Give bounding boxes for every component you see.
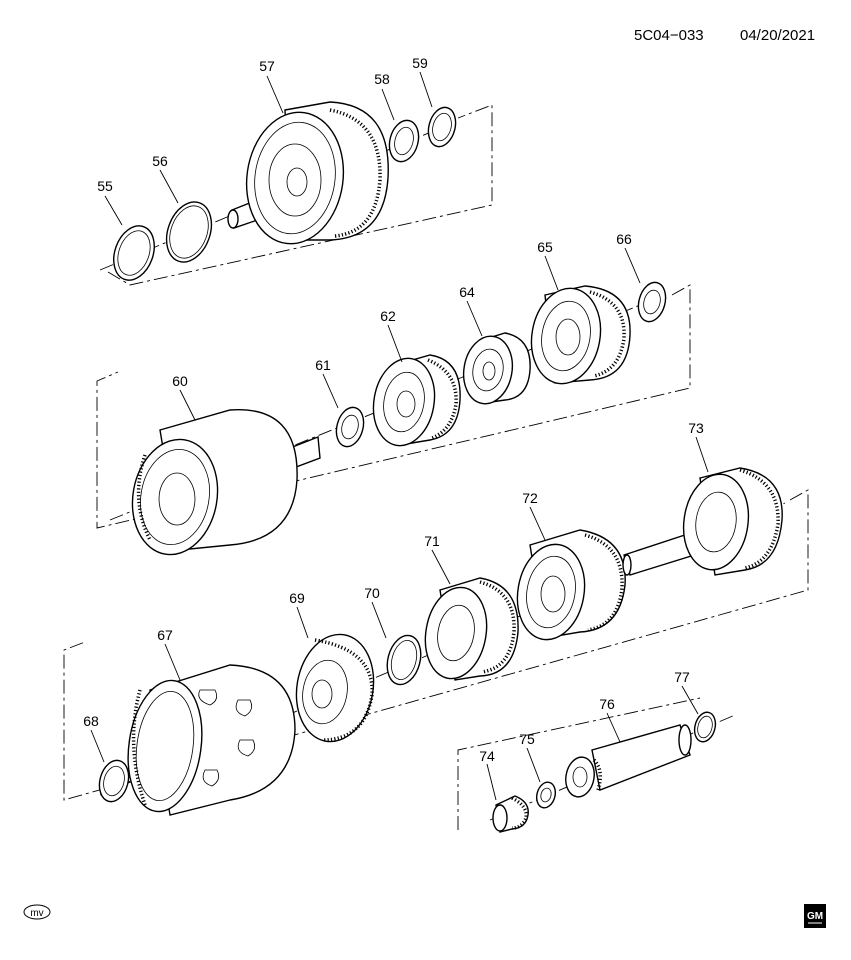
- callout-65: 65: [537, 239, 553, 255]
- part-77-snap-ring: [693, 711, 717, 743]
- callout-64: 64: [459, 284, 475, 300]
- callout-76: 76: [599, 696, 615, 712]
- callout-69: 69: [289, 590, 305, 606]
- part-74-gear: [492, 795, 529, 833]
- part-57-clutch-drum: [227, 101, 389, 245]
- part-55-snap-ring: [113, 225, 155, 281]
- callout-73: 73: [688, 420, 704, 436]
- part-68-washer: [98, 759, 130, 803]
- callout-74: 74: [479, 748, 495, 764]
- part-65-clutch-drum: [530, 285, 631, 385]
- mv-badge: mv: [23, 904, 51, 920]
- part-72-planet-carrier: [516, 529, 626, 641]
- group-outline-top: [107, 104, 493, 286]
- group-outline-lower: [63, 489, 809, 801]
- diagram-code: 5C04−033: [634, 27, 704, 44]
- callout-58: 58: [374, 71, 390, 87]
- callout-61: 61: [315, 357, 331, 373]
- callout-55: 55: [97, 178, 113, 194]
- part-59-washer: [427, 106, 457, 148]
- gm-logo: GM: [804, 904, 826, 928]
- svg-text:mv: mv: [30, 908, 43, 919]
- part-58-washer: [388, 119, 420, 163]
- svg-text:GM: GM: [807, 911, 823, 922]
- part-71-ring-gear: [424, 577, 519, 681]
- callout-71: 71: [424, 533, 440, 549]
- part-75-washer: [535, 781, 557, 809]
- callout-77: 77: [674, 669, 690, 685]
- leader-lines: [90, 71, 709, 801]
- callout-62: 62: [380, 308, 396, 324]
- callout-70: 70: [364, 585, 380, 601]
- group-outline-bottom: [457, 697, 701, 830]
- callout-68: 68: [83, 713, 99, 729]
- part-70-snap-ring: [386, 634, 422, 686]
- callout-72: 72: [522, 490, 538, 506]
- callout-59: 59: [412, 55, 428, 71]
- callout-75: 75: [519, 731, 535, 747]
- part-61-washer: [335, 406, 365, 448]
- part-64-bearing: [462, 332, 531, 405]
- part-76-shaft: [565, 724, 692, 798]
- group-outline-middle: [96, 284, 691, 529]
- part-56-ring: [165, 201, 213, 263]
- callouts: 55 56 57 58 59 60 61 62 64 65 66 67 68 6…: [83, 55, 704, 764]
- callout-56: 56: [152, 153, 168, 169]
- callout-67: 67: [157, 627, 173, 643]
- part-69-sun-gear: [295, 633, 375, 743]
- part-60-housing: [131, 409, 321, 556]
- part-62-clutch-hub: [372, 354, 461, 447]
- part-67-planet-carrier: [127, 664, 296, 816]
- part-66-washer: [637, 281, 667, 323]
- callout-57: 57: [259, 58, 275, 74]
- diagram-date: 04/20/2021: [740, 27, 815, 44]
- part-73-output-shaft-assembly: [622, 467, 783, 576]
- callout-60: 60: [172, 373, 188, 389]
- callout-66: 66: [616, 231, 632, 247]
